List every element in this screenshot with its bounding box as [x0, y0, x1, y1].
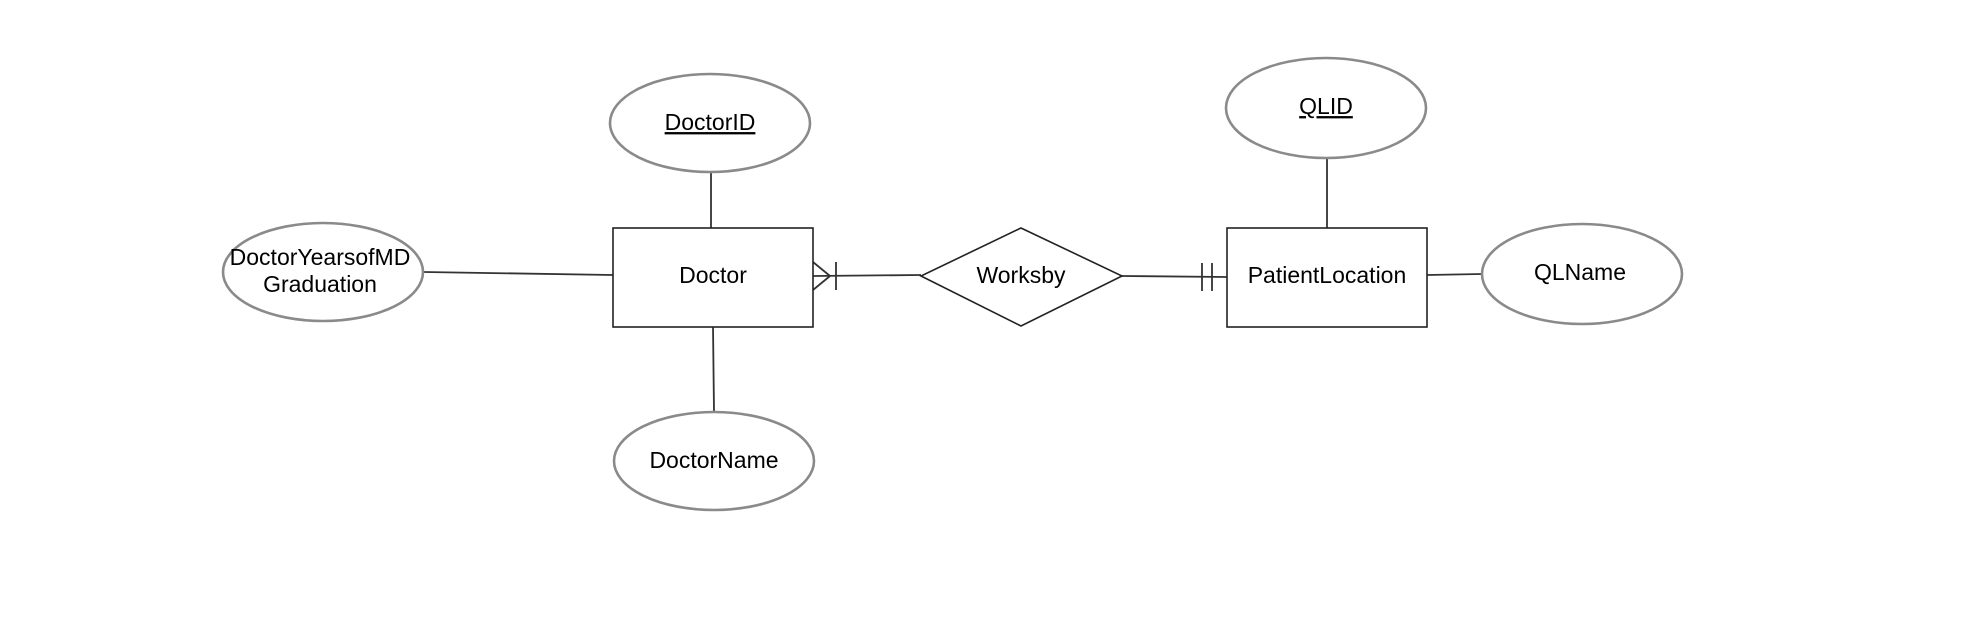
attribute-doctor-name[interactable]: DoctorName: [612, 410, 816, 512]
cardinality-one-and-only-one-icon: [1201, 263, 1213, 291]
crows-foot-one-or-many-icon: [812, 261, 837, 291]
relationship-worksby[interactable]: Worksby: [919, 227, 1124, 327]
entity-doctor-label: Doctor: [679, 262, 747, 288]
attribute-doctor-name-label: DoctorName: [649, 447, 778, 473]
attribute-doctor-years-label-line1: DoctorYearsofMD: [230, 244, 411, 270]
edge-worksby-patientlocation[interactable]: [1121, 275, 1228, 278]
edge-doctor-worksby[interactable]: [812, 274, 922, 277]
attribute-doctor-years-label-line2: Graduation: [263, 271, 377, 297]
entity-patient-location[interactable]: PatientLocation: [1226, 227, 1428, 328]
attribute-doctor-id-label: DoctorID: [665, 109, 756, 135]
relationship-worksby-label: Worksby: [976, 262, 1066, 288]
edge-doctorname-doctor[interactable]: [712, 325, 715, 413]
entity-patient-location-label: PatientLocation: [1248, 262, 1407, 288]
attribute-ql-id-label: QLID: [1299, 93, 1353, 119]
attribute-ql-name[interactable]: QLName: [1480, 222, 1684, 326]
attribute-doctor-years-of-md-graduation[interactable]: DoctorYearsofMD Graduation: [221, 221, 425, 323]
connector-lines: [423, 158, 1483, 413]
attribute-ql-name-label: QLName: [1534, 259, 1626, 285]
entity-doctor[interactable]: Doctor: [612, 227, 814, 328]
edge-doctoryears-doctor[interactable]: [423, 271, 614, 276]
attribute-doctor-id[interactable]: DoctorID: [608, 72, 812, 174]
attribute-ql-id[interactable]: QLID: [1224, 56, 1428, 160]
edge-patientlocation-qlname[interactable]: [1426, 273, 1483, 276]
